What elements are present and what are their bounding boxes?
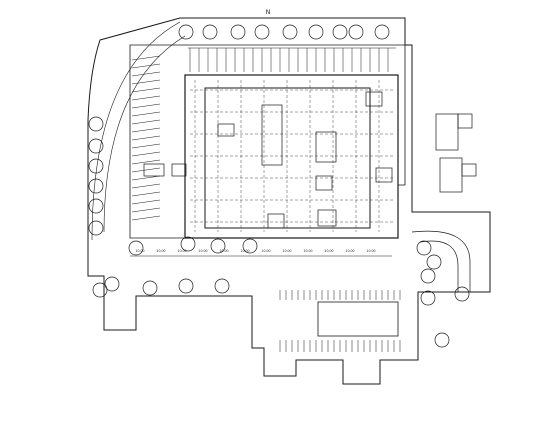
tree-icon (420, 268, 436, 284)
boundary-arc-inner (103, 35, 186, 233)
tree-icon (242, 238, 258, 254)
tree-icon (88, 138, 104, 154)
dimension-label: 10.00 (366, 249, 375, 253)
tree-icon (178, 24, 194, 40)
dimension-label: 10.00 (282, 249, 291, 253)
tree-icon (454, 286, 470, 302)
core-room (375, 167, 393, 183)
parking-stall-line (131, 79, 161, 85)
detail-block (435, 113, 459, 151)
parking-stalls-left (131, 55, 161, 221)
parking-stalls-lot (279, 290, 401, 352)
structural-grid (190, 80, 395, 232)
tree-icon (202, 24, 218, 40)
tree-icon (214, 278, 230, 294)
tree-icon (374, 24, 390, 40)
dimension-label: 10.00 (261, 249, 270, 253)
tower-outline (204, 87, 371, 229)
parking-stall-line (131, 167, 161, 173)
parking-lot-island (317, 301, 399, 337)
tree-icon (416, 240, 432, 256)
dimension-label: 10.00 (240, 249, 249, 253)
driveway-curve (419, 240, 459, 292)
detail-block (461, 163, 477, 177)
tree-icon (210, 238, 226, 254)
parking-stall-line (131, 63, 161, 69)
parking-stall-line (131, 87, 161, 93)
site-boundary (87, 17, 491, 385)
elevator-core (315, 175, 333, 191)
tree-icon (282, 24, 298, 40)
parking-stall-line (131, 127, 161, 133)
detail-blocks (435, 113, 477, 193)
dimension-label: 10.00 (219, 249, 228, 253)
dimension-label: 10.00 (198, 249, 207, 253)
core-room (317, 209, 337, 227)
core-room (171, 163, 187, 177)
tree-icon (434, 332, 450, 348)
core-room (217, 123, 235, 137)
north-marker: N (266, 9, 271, 16)
detail-block (457, 113, 473, 129)
tree-symbols (88, 24, 470, 348)
core-room (365, 91, 383, 107)
tree-icon (178, 278, 194, 294)
tree-icon (88, 116, 104, 132)
driveway-curve (411, 230, 471, 292)
podium-outline (129, 44, 406, 239)
parking-stall-line (131, 207, 161, 213)
tree-icon (88, 158, 104, 174)
dimension-label: 10.00 (135, 249, 144, 253)
tree-icon (180, 236, 196, 252)
dimension-label: 10.00 (156, 249, 165, 253)
dimension-label: 10.00 (345, 249, 354, 253)
core-blocks (143, 91, 393, 229)
parking-stall-line (131, 183, 161, 189)
elevator-core (315, 131, 337, 163)
parking-stall-line (131, 199, 161, 205)
tree-icon (230, 24, 246, 40)
parking-stall-line (131, 215, 161, 221)
tree-icon (104, 276, 120, 292)
dimension-label: 10.00 (324, 249, 333, 253)
parking-stall-line (131, 55, 161, 61)
parking-stall-line (131, 119, 161, 125)
parking-stall-line (131, 159, 161, 165)
tree-icon (92, 282, 108, 298)
parking-stall-line (131, 175, 161, 181)
parking-stall-line (131, 103, 161, 109)
tree-icon (254, 24, 270, 40)
dimension-label: 10.00 (303, 249, 312, 253)
tree-icon (88, 178, 104, 194)
dimension-labels: 10.00 10.00 10.00 10.00 10.00 10.00 10.00 10.00… (135, 249, 375, 253)
tree-icon (88, 220, 104, 236)
parking-stall-line (131, 143, 161, 149)
parking-stall-line (131, 135, 161, 141)
parking-stall-line (131, 151, 161, 157)
stair-core (261, 104, 283, 166)
core-room (143, 163, 165, 177)
tree-icon (420, 290, 436, 306)
parking-stall-line (131, 191, 161, 197)
core-room (267, 213, 285, 229)
parking-stall-line (131, 95, 161, 101)
tree-icon (128, 240, 144, 256)
parking-stall-line (131, 111, 161, 117)
tree-icon (142, 280, 158, 296)
tree-icon (426, 254, 442, 270)
tree-icon (332, 24, 348, 40)
tree-icon (88, 198, 104, 214)
parking-stalls-top (188, 47, 396, 72)
parking-stall-line (131, 71, 161, 77)
dimension-label: 10.00 (177, 249, 186, 253)
boundary-arc (91, 21, 181, 241)
tree-icon (308, 24, 324, 40)
tree-icon (348, 24, 364, 40)
detail-block (439, 157, 463, 193)
